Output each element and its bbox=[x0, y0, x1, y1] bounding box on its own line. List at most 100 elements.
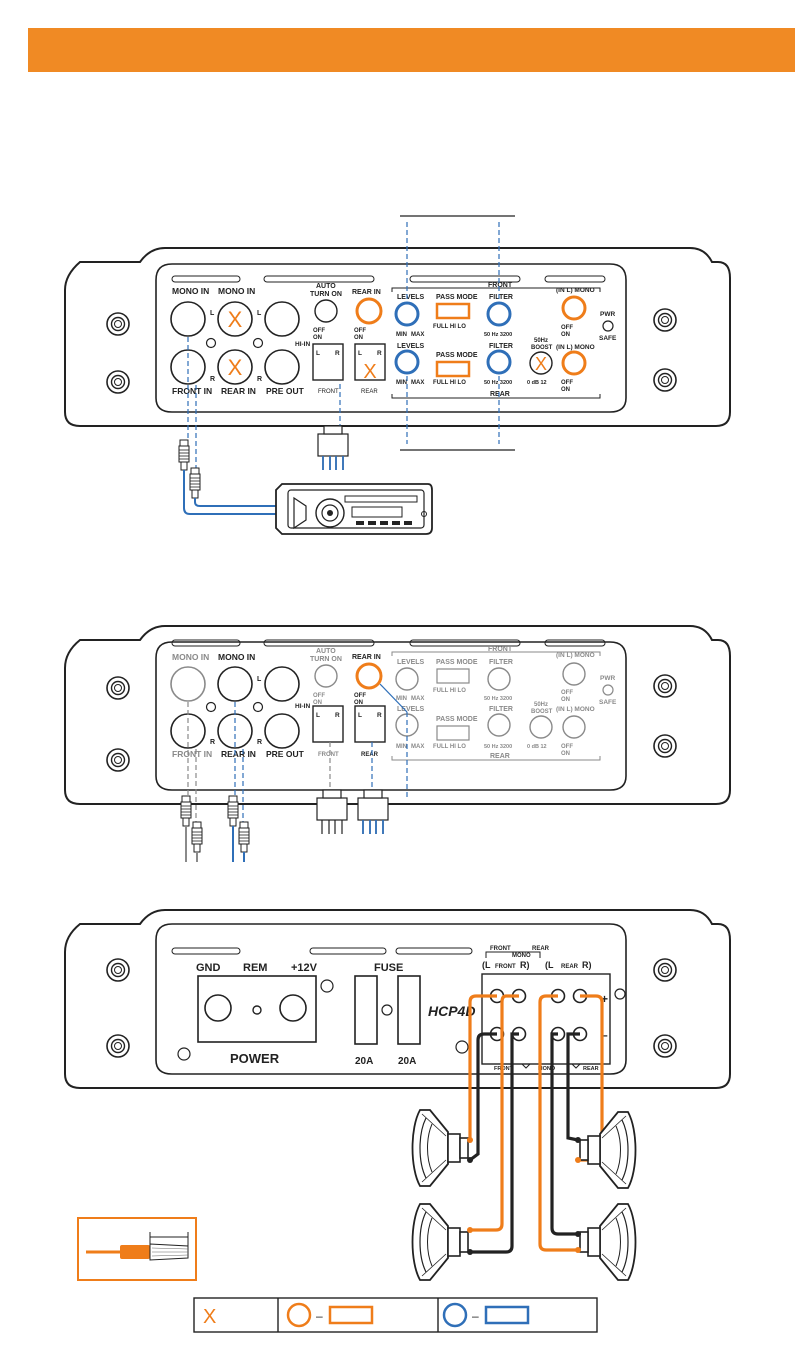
filter-label: FILTER bbox=[489, 343, 513, 350]
inl-mono-label: (IN L) MONO bbox=[556, 706, 595, 713]
l-label: L bbox=[358, 712, 362, 719]
l-label: L bbox=[358, 350, 362, 357]
off-label: OFF bbox=[354, 328, 366, 334]
off-label: OFF bbox=[561, 325, 573, 331]
front-mono-switch[interactable] bbox=[561, 295, 587, 321]
boost-label: BOOST bbox=[531, 709, 553, 715]
rear-label: REAR bbox=[361, 389, 378, 395]
rear-title: REAR bbox=[490, 753, 510, 760]
levels-label: LEVELS bbox=[397, 294, 425, 301]
header-bar bbox=[28, 28, 795, 72]
r-label: R bbox=[210, 376, 215, 383]
fuse-slot[interactable] bbox=[354, 975, 378, 1045]
rca-jack[interactable] bbox=[217, 666, 253, 702]
amplifier-panel-2: MONO IN MONO IN FRONT IN REAR IN PRE OUT… bbox=[64, 625, 731, 862]
mount-hole-icon bbox=[653, 958, 677, 982]
power-led-icon bbox=[602, 320, 614, 332]
gnd-terminal[interactable] bbox=[204, 994, 232, 1022]
l-label: L bbox=[210, 310, 215, 317]
front-mono-label: FRONT bbox=[490, 946, 511, 952]
auto-turn-on-switch[interactable] bbox=[314, 664, 338, 688]
front-filter-knob[interactable] bbox=[486, 301, 512, 327]
rear-pass-mode-switch[interactable] bbox=[435, 360, 471, 378]
mono-in-label: MONO IN bbox=[172, 652, 209, 662]
rca-jack[interactable] bbox=[170, 666, 206, 702]
rear-title: REAR bbox=[490, 391, 510, 398]
front-mono-switch[interactable] bbox=[562, 662, 586, 686]
off-label: OFF bbox=[561, 380, 573, 386]
speaker-front-right-icon bbox=[411, 1203, 469, 1281]
off-label: OFF bbox=[561, 690, 573, 696]
rem-terminal[interactable] bbox=[252, 1005, 262, 1015]
hi-in-rear-port[interactable] bbox=[354, 705, 386, 743]
legend-dash: – bbox=[472, 1309, 479, 1323]
rear-mono-switch[interactable] bbox=[561, 350, 587, 376]
off-label: OFF bbox=[313, 328, 325, 334]
bass-boost-knob[interactable] bbox=[529, 715, 553, 739]
rear-in-switch[interactable] bbox=[355, 297, 383, 325]
rca-jack[interactable] bbox=[264, 301, 300, 337]
front-level-knob[interactable] bbox=[394, 301, 420, 327]
r-label: R bbox=[257, 376, 262, 383]
mono-bottom-label: MONO bbox=[538, 1066, 556, 1072]
mount-hole-icon bbox=[106, 958, 130, 982]
full-hi-lo-label: FULL HI LO bbox=[433, 744, 466, 750]
hi-in-rear-port[interactable] bbox=[354, 343, 386, 381]
auto-label: AUTO bbox=[316, 283, 336, 290]
min-label: MIN bbox=[396, 744, 407, 750]
mono-label: MONO bbox=[512, 953, 531, 959]
legend-x-mark: X bbox=[203, 1306, 216, 1328]
unused-x-mark: X bbox=[228, 307, 243, 332]
pass-mode-label: PASS MODE bbox=[436, 716, 478, 723]
front-title: FRONT bbox=[488, 282, 513, 289]
hz-label: 50 Hz 3200 bbox=[484, 744, 512, 750]
r-label: R bbox=[335, 350, 340, 357]
rear-in-switch[interactable] bbox=[355, 662, 383, 690]
rca-jack[interactable] bbox=[264, 666, 300, 702]
off-label: OFF bbox=[313, 693, 325, 699]
fuse-slot[interactable] bbox=[397, 975, 421, 1045]
max-label: MAX bbox=[411, 380, 424, 386]
rca-jack[interactable] bbox=[264, 713, 300, 749]
speaker-rear-left-icon bbox=[579, 1203, 637, 1281]
front-channel-label: FRONT bbox=[495, 964, 516, 970]
front-pass-mode-switch[interactable] bbox=[435, 302, 471, 320]
front-title: FRONT bbox=[488, 646, 513, 653]
rca-jack[interactable] bbox=[170, 301, 206, 337]
front-level-knob[interactable] bbox=[395, 667, 419, 691]
rca-jack[interactable] bbox=[217, 349, 253, 385]
power-terminal-block bbox=[197, 975, 317, 1043]
hi-in-front-port[interactable] bbox=[312, 343, 344, 381]
l-rear-label: (L bbox=[545, 960, 554, 970]
speaker-front-left-icon bbox=[411, 1109, 469, 1187]
rear-pass-mode-switch[interactable] bbox=[436, 725, 470, 741]
mount-hole-icon bbox=[653, 1034, 677, 1058]
levels-label: LEVELS bbox=[397, 659, 425, 666]
on-label: ON bbox=[561, 332, 570, 338]
front-filter-knob[interactable] bbox=[487, 667, 511, 691]
rca-jack[interactable] bbox=[217, 301, 253, 337]
rca-jack[interactable] bbox=[264, 349, 300, 385]
rear-filter-knob[interactable] bbox=[487, 713, 511, 737]
bass-boost-knob[interactable] bbox=[529, 351, 553, 375]
hi-in-label: HI-IN bbox=[295, 341, 310, 348]
power-led-icon bbox=[602, 684, 614, 696]
front-pass-mode-switch[interactable] bbox=[436, 668, 470, 684]
front-label: FRONT bbox=[318, 389, 339, 395]
rear-level-knob[interactable] bbox=[394, 349, 420, 375]
auto-turn-on-switch[interactable] bbox=[314, 299, 338, 323]
rca-plug-icon bbox=[191, 821, 203, 853]
filter-label: FILTER bbox=[489, 294, 513, 301]
full-hi-lo-label: FULL HI LO bbox=[433, 324, 466, 330]
db-label: 0 dB 12 bbox=[527, 744, 547, 750]
l-label: L bbox=[316, 350, 320, 357]
rear-filter-knob[interactable] bbox=[486, 349, 512, 375]
hi-in-front-port[interactable] bbox=[312, 705, 344, 743]
on-label: ON bbox=[561, 751, 570, 757]
v12-terminal[interactable] bbox=[279, 994, 307, 1022]
rear-mono-switch[interactable] bbox=[562, 715, 586, 739]
filter-label: FILTER bbox=[489, 706, 513, 713]
rca-plug-icon bbox=[178, 439, 190, 471]
mount-hole-icon bbox=[106, 1034, 130, 1058]
